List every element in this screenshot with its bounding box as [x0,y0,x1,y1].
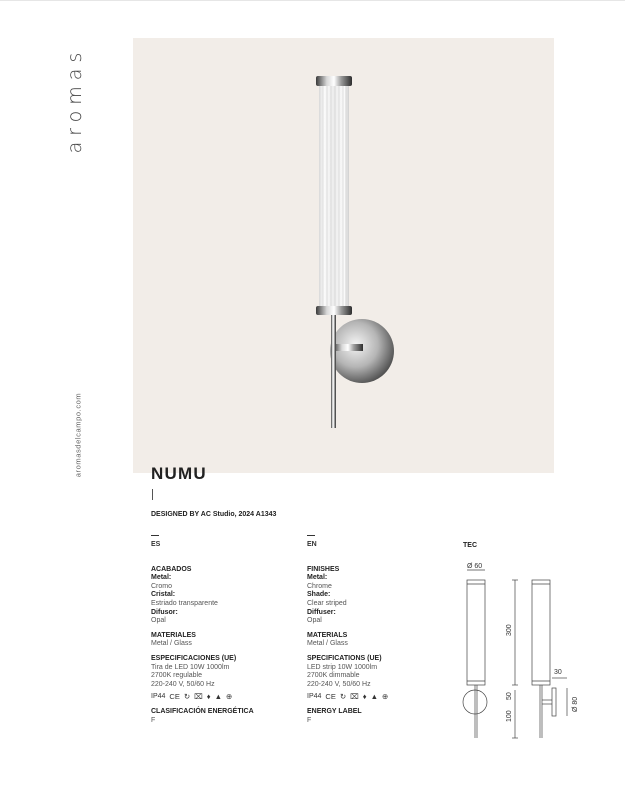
section-dash [307,535,315,536]
top-rule [0,0,625,1]
dim-diameter-top: Ø 60 [467,563,482,570]
spec-line: 2700K dimmable [307,672,360,680]
dimmable-icon: ♦ [206,692,211,702]
dimmable-icon: ♦ [362,692,367,702]
spec-column-es: ES ACABADOS Metal: Cromo Cristal: Estria… [151,535,301,726]
dim-diameter-base: Ø 80 [572,697,579,712]
recycle-icon: ↻ [183,692,191,702]
brand-name: aromas [64,46,86,154]
recycle-icon: ↻ [339,692,347,702]
value-difusor: Opal [151,617,166,625]
heading-especificaciones: ESPECIFICACIONES (UE) [151,654,237,662]
product-photo [133,38,554,473]
front-tube [466,579,486,686]
technical-drawing: Ø 60 300 50 100 30 Ø 80 [462,563,579,739]
class-icon: ▲ [370,692,379,702]
product-title: NUMU [151,464,207,483]
lamp-stem [331,313,336,428]
label-cristal: Cristal: [151,591,176,599]
spec-line: 220-240 V, 50/60 Hz [307,680,371,688]
label-metal: Metal: [307,574,328,582]
label-difusor: Difusor: [151,608,178,616]
title-divider [152,489,153,500]
label-diffuser: Diffuser: [307,608,336,616]
no-bin-icon: ⌧ [350,692,359,702]
heading-specifications: SPECIFICATIONS (UE) [307,654,382,662]
spec-line: LED strip 10W 1000lm [307,663,378,671]
value-materiales: Metal / Glass [151,640,192,648]
heading-acabados: ACABADOS [151,565,192,573]
value-materials: Metal / Glass [307,640,348,648]
value-energy: F [307,716,312,724]
earth-icon: ⊕ [226,692,233,702]
dim-30: 30 [554,669,562,676]
tec-label: TEC [463,542,477,549]
website-link[interactable]: aromasdelcampo.com [73,392,83,478]
section-dash [151,535,159,536]
earth-icon: ⊕ [382,692,389,702]
spec-line: Tira de LED 10W 1000lm [151,663,230,671]
spec-column-en: EN FINISHES Metal: Chrome Shade: Clear s… [307,535,457,726]
class-icon: ▲ [214,692,223,702]
designer-line: DESIGNED BY AC Studio, 2024 A1343 [151,511,277,518]
certification-icons: IP44 CE ↻ ⌧ ♦ ▲ ⊕ [307,692,457,702]
value-energia: F [151,716,156,724]
label-metal: Metal: [151,574,172,582]
label-shade: Shade: [307,591,331,599]
website-block: aromasdelcampo.com [68,385,88,485]
side-tube [531,579,551,686]
front-wall-plate [462,689,488,715]
value-metal: Cromo [151,582,173,590]
value-metal: Chrome [307,582,332,590]
glass-shade [319,86,349,308]
heading-materiales: MATERIALES [151,631,196,639]
heading-finishes: FINISHES [307,565,340,573]
ce-mark-icon: CE [169,692,180,702]
heading-energy: ENERGY LABEL [307,708,362,716]
heading-energia: CLASIFICACIÓN ENERGÉTICA [151,708,254,716]
dim-height: 300 [506,624,513,636]
lang-label-en: EN [307,541,317,548]
dim-100: 100 [506,710,513,722]
value-shade: Clear striped [307,599,347,607]
certification-icons: IP44 CE ↻ ⌧ ♦ ▲ ⊕ [151,692,301,702]
value-diffuser: Opal [307,617,322,625]
lang-label-es: ES [151,541,161,548]
value-cristal: Estriado transparente [151,599,218,607]
dim-50: 50 [506,692,513,700]
heading-materials: MATERIALS [307,631,348,639]
spec-line: 2700K regulable [151,672,202,680]
ip-rating: IP44 [151,693,166,701]
wall-lamp-image [316,76,394,428]
ip-rating: IP44 [307,693,322,701]
ce-mark-icon: CE [325,692,336,702]
no-bin-icon: ⌧ [194,692,203,702]
brand-logo: aromas [60,40,90,160]
spec-line: 220-240 V, 50/60 Hz [151,680,215,688]
